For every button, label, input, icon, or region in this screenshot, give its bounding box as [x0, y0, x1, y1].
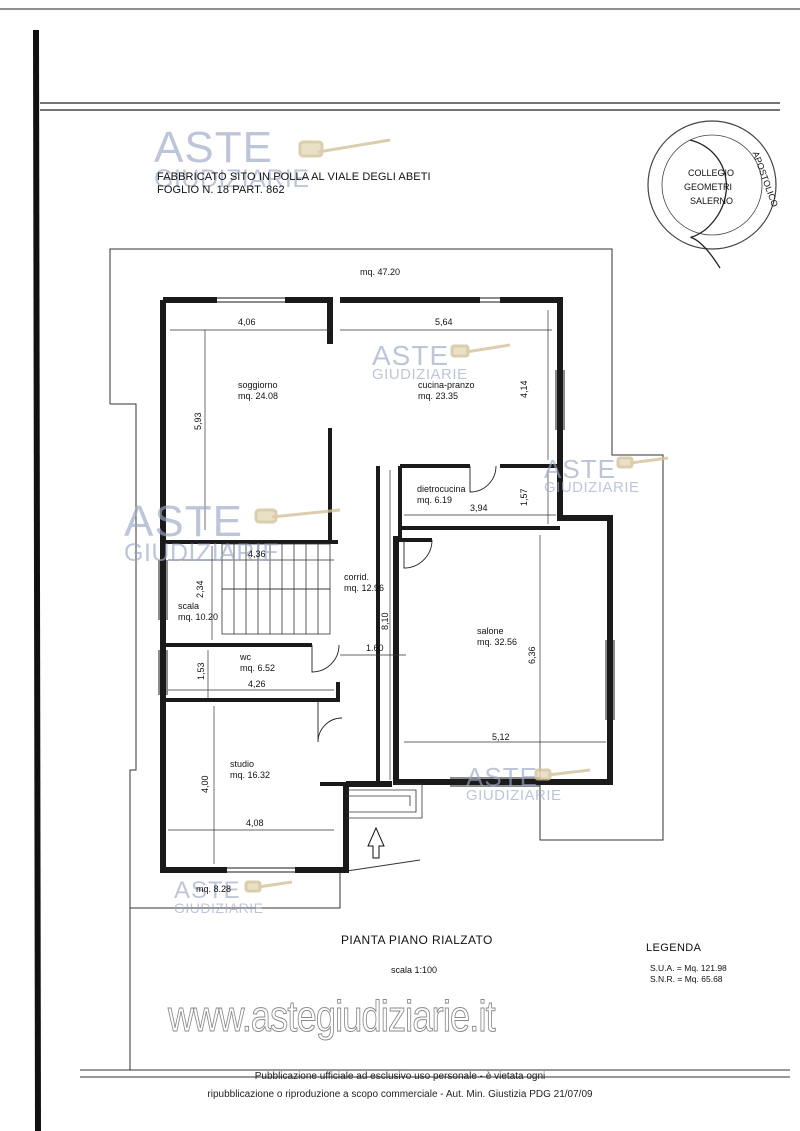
dim-dietrocucina-width: 3,94 — [470, 503, 488, 513]
dim-corridoio-width: 1.60 — [366, 643, 384, 653]
outer-walls — [160, 297, 613, 873]
footer-line-1: Pubblicazione ufficiale ad esclusivo uso… — [254, 1071, 546, 1082]
legend-snr: S.N.R. = Mq. 65.68 — [650, 974, 723, 984]
room-corridoio: corrid.mq. 12.96 — [344, 572, 385, 593]
plan-title: PIANTA PIANO RIALZATO — [341, 933, 493, 947]
outer-area-top: mq. 47.20 — [360, 267, 401, 277]
dim-wc-depth: 1,53 — [196, 662, 206, 680]
dim-scala-width: 4,36 — [248, 549, 266, 559]
dim-soggiorno-depth: 5,93 — [193, 412, 203, 430]
plan-scale: scala 1:100 — [391, 965, 438, 975]
gavel-icons — [244, 138, 669, 893]
dim-dietrocucina-depth: 1,57 — [519, 488, 529, 506]
entrance-steps — [346, 783, 423, 819]
stamp-text-3: SALERNO — [690, 196, 734, 206]
dim-studio-depth: 4,00 — [200, 775, 210, 793]
footer-line-2: ripubblicazione o riproduzione a scopo c… — [207, 1089, 593, 1100]
dim-studio-width: 4,08 — [246, 818, 264, 828]
dim-cucina-width: 5,64 — [435, 317, 453, 327]
dim-soggiorno-width: 4,06 — [238, 317, 256, 327]
dim-cucina-depth: 4,14 — [519, 380, 529, 398]
dimension-lines — [168, 310, 606, 864]
front-area-boundary — [130, 872, 341, 909]
stamp-text-1: COLLEGIO — [688, 168, 735, 178]
property-address: FABBRICATO SITO IN POLLA AL VIALE DEGLI … — [157, 171, 431, 183]
windows — [158, 297, 615, 873]
legend-title: LEGENDA — [646, 942, 702, 954]
dim-salone-depth: 6,36 — [527, 646, 537, 664]
dim-corridoio-length: 8,10 — [380, 612, 390, 630]
courtyard-boundary — [109, 248, 664, 841]
stamp-seal — [647, 120, 777, 269]
inner-walls — [163, 428, 560, 786]
legend-sua: S.U.A. = Mq. 121.98 — [650, 963, 727, 973]
cadastral-reference: FOGLIO N. 18 PART. 862 — [157, 184, 285, 196]
staircase — [221, 543, 331, 635]
front-walk-line — [339, 859, 421, 873]
dim-wc-width: 4,26 — [248, 679, 266, 689]
site-watermark: www.astegiudiziarie.it — [168, 992, 497, 1042]
dim-salone-width: 5,12 — [492, 732, 510, 742]
left-terrace-boundary — [110, 403, 137, 1070]
stamp-text-2: GEOMETRI — [684, 182, 733, 192]
entrance-arrow-icon — [367, 826, 385, 859]
outer-area-bottom: mq. 8.28 — [196, 884, 232, 894]
left-binding-line — [33, 29, 41, 1131]
dim-scala-depth: 2,34 — [195, 580, 205, 598]
door-swings — [311, 465, 497, 743]
